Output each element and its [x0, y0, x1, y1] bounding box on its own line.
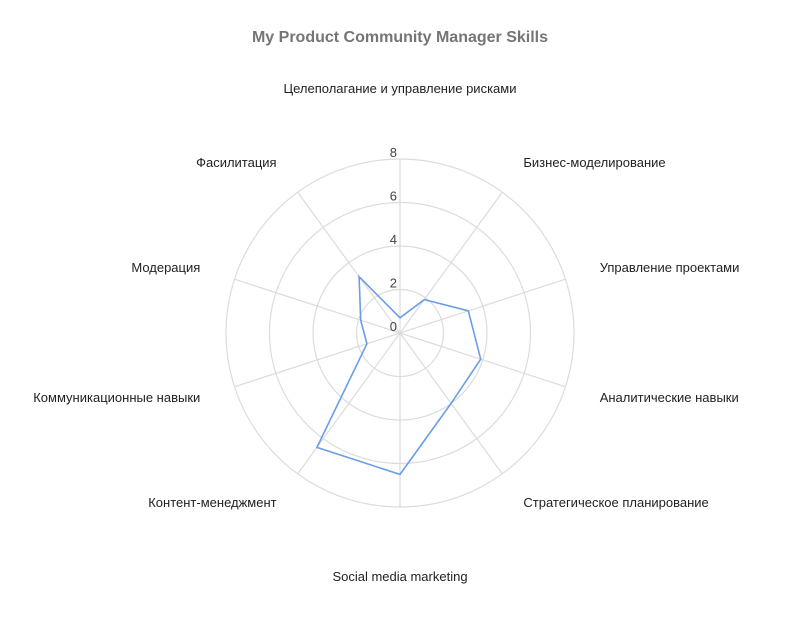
axis-label: Бизнес-моделирование	[523, 155, 665, 170]
tick-label: 4	[390, 232, 397, 247]
axis-spoke	[399, 332, 566, 388]
axis-label: Контент-менеджмент	[148, 495, 276, 510]
axis-label: Стратегическое планирование	[523, 495, 708, 510]
axis-label: Коммуникационные навыки	[33, 390, 200, 405]
axis-labels: Целеполагание и управление рискамиБизнес…	[33, 81, 739, 584]
series-layer	[315, 274, 482, 476]
tick-label: 6	[390, 189, 397, 204]
axis-label: Аналитические навыки	[600, 390, 739, 405]
axis-spoke	[297, 332, 401, 475]
radial-ticks: 0 2 4 6 8	[390, 145, 397, 334]
axis-label: Фасилитация	[196, 155, 277, 170]
axis-label: Целеполагание и управление рисками	[284, 81, 517, 96]
tick-label: 0	[390, 319, 397, 334]
axis-label: Модерация	[131, 260, 200, 275]
axis-label: Управление проектами	[600, 260, 740, 275]
tick-label: 8	[390, 145, 397, 160]
series-line	[315, 274, 482, 476]
chart-title: My Product Community Manager Skills	[252, 29, 548, 46]
axis-spoke	[399, 278, 566, 334]
axis-spoke	[234, 278, 401, 334]
grid	[225, 158, 575, 508]
axis-spoke	[399, 191, 503, 334]
tick-label: 2	[390, 276, 397, 291]
axis-spoke	[234, 332, 401, 388]
axis-spoke	[297, 191, 401, 334]
axis-label: Social media marketing	[332, 569, 467, 584]
